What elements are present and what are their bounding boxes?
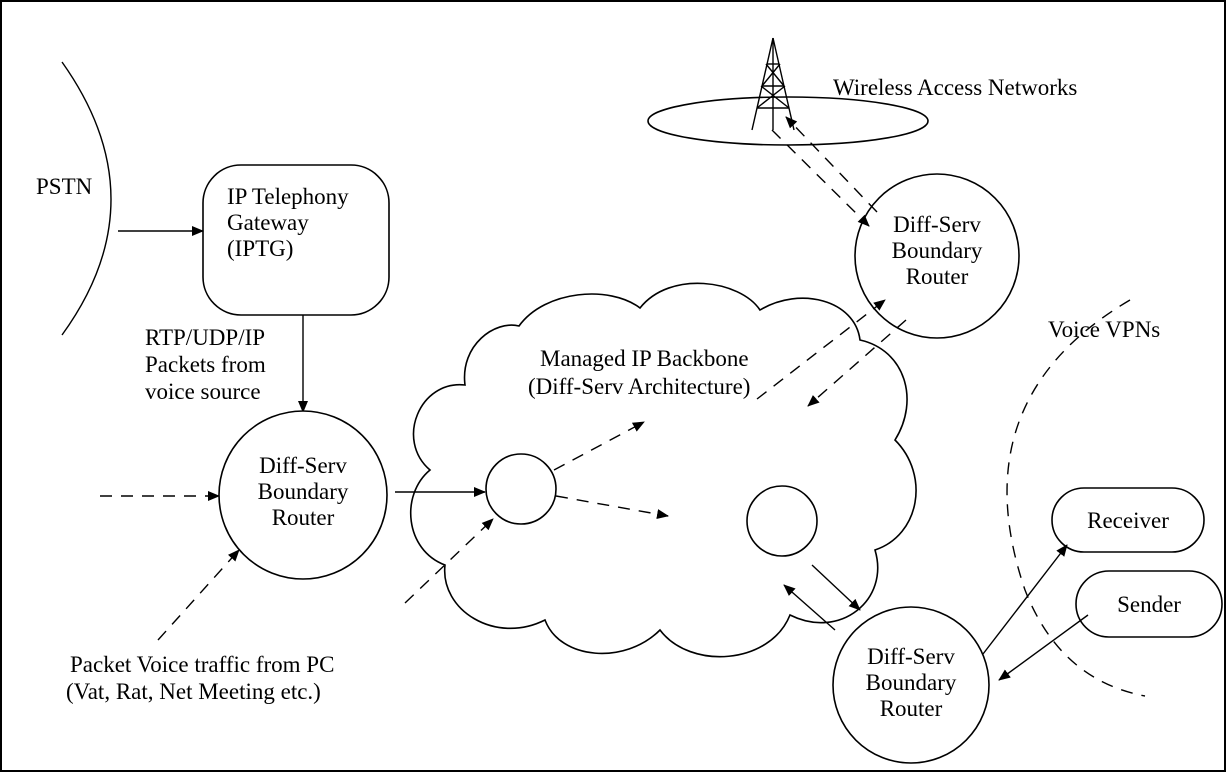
dashed-arrow-router-top-to-backbone [807,319,907,407]
router-top-label-line2: Boundary [892,238,983,263]
backbone-node-right [746,485,818,557]
router-bottom-label-line1: Diff-Serv [867,644,955,669]
rtp-label-line2: Packets from [145,352,266,377]
router-left-label-line3: Router [272,505,335,530]
rtp-label-line3: voice source [145,379,261,404]
iptg-label-line2: Gateway [227,210,309,235]
pstn-label: PSTN [36,174,93,199]
pc-traffic-label-line1: Packet Voice traffic from PC [70,652,334,677]
receiver-box [1051,487,1205,553]
router-left-label-line1: Diff-Serv [259,453,347,478]
sender-box [1075,570,1223,638]
arrow-node-to-router-bottom [811,564,861,611]
pstn-boundary-arc [61,61,112,336]
rtp-label-line1: RTP/UDP/IP [145,325,265,350]
dashed-arrow-node-to-node [555,495,669,519]
dashed-arrow-backbone-to-router-top [756,299,886,400]
router-top-label-line3: Router [906,264,969,289]
backbone-cloud [409,282,917,658]
iptg-label-line1: IP Telephony [227,184,349,209]
tower-icon [751,37,795,131]
dashed-arrow-pc-to-router-left [157,549,240,641]
router-bottom-label-line3: Router [880,696,943,721]
pc-traffic-label-line2: (Vat, Rat, Net Meeting etc.) [66,679,321,704]
backbone-node-left [485,453,557,525]
wireless-label: Wireless Access Networks [833,75,1077,100]
arrow-router-bottom-to-node [783,584,836,631]
router-top-circle [854,173,1020,339]
router-top-label-line1: Diff-Serv [893,212,981,237]
voice-vpn-boundary-arc [1006,299,1146,697]
router-left-label-line2: Boundary [258,479,349,504]
sender-label: Sender [1117,592,1181,617]
iptg-box [202,164,390,316]
arrow-router-to-receiver [982,544,1068,655]
arrow-sender-to-router [998,614,1089,681]
backbone-label-line1: Managed IP Backbone [540,346,749,371]
dashed-arrow-router-to-wireless [785,116,878,213]
receiver-label: Receiver [1087,508,1169,533]
router-bottom-circle [832,606,990,764]
iptg-label-line3: (IPTG) [227,236,293,261]
dashed-arrow-node-to-backbone [553,421,645,471]
vpn-label: Voice VPNs [1048,317,1160,342]
router-bottom-label-line2: Boundary [866,670,957,695]
dashed-arrow-wireless-to-router [771,129,870,227]
backbone-label-line2: (Diff-Serv Architecture) [528,374,750,399]
